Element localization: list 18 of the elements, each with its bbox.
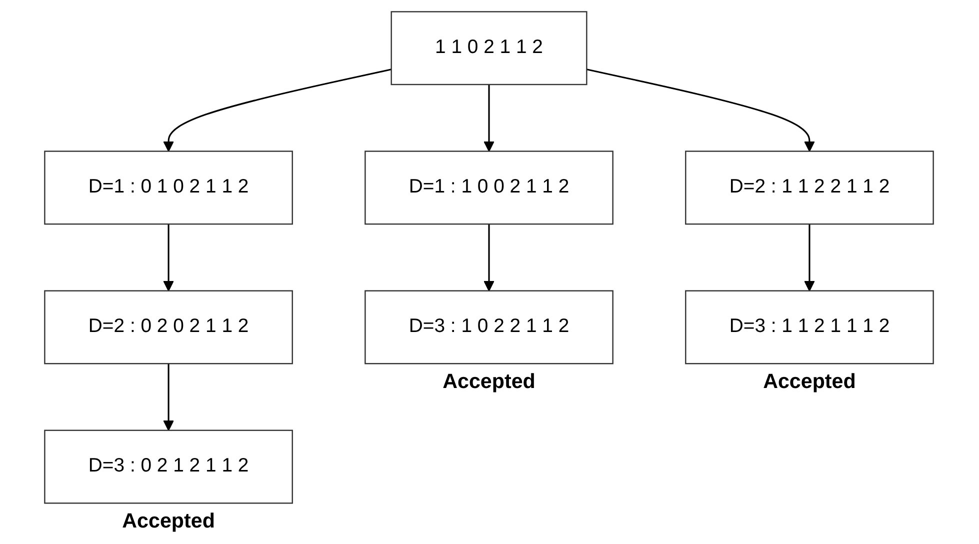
node-box: D=3 : 1 1 2 1 1 1 2	[686, 290, 934, 364]
status-label: Accepted	[122, 509, 216, 532]
node-box: D=2 : 0 2 0 2 1 1 2	[44, 290, 294, 364]
arrow	[164, 364, 174, 431]
status-label: Accepted	[764, 370, 856, 393]
node-box: D=1 : 0 1 0 2 1 1 2	[44, 150, 294, 225]
node-box: D=1 : 1 0 0 2 1 1 2	[365, 150, 614, 225]
node-box: 1 1 0 2 1 1 2	[391, 11, 588, 86]
arrow	[164, 224, 174, 292]
arrow	[164, 68, 392, 152]
status-label: Accepted	[443, 370, 536, 393]
arrow	[484, 84, 495, 152]
arrow	[484, 224, 495, 292]
arrow	[586, 68, 816, 152]
node-box: D=3 : 1 0 2 2 1 1 2	[365, 290, 614, 364]
node-box: D=2 : 1 1 2 2 1 1 2	[686, 150, 934, 225]
node-box: D=3 : 0 2 1 2 1 1 2	[44, 430, 294, 504]
arrow	[804, 224, 816, 292]
